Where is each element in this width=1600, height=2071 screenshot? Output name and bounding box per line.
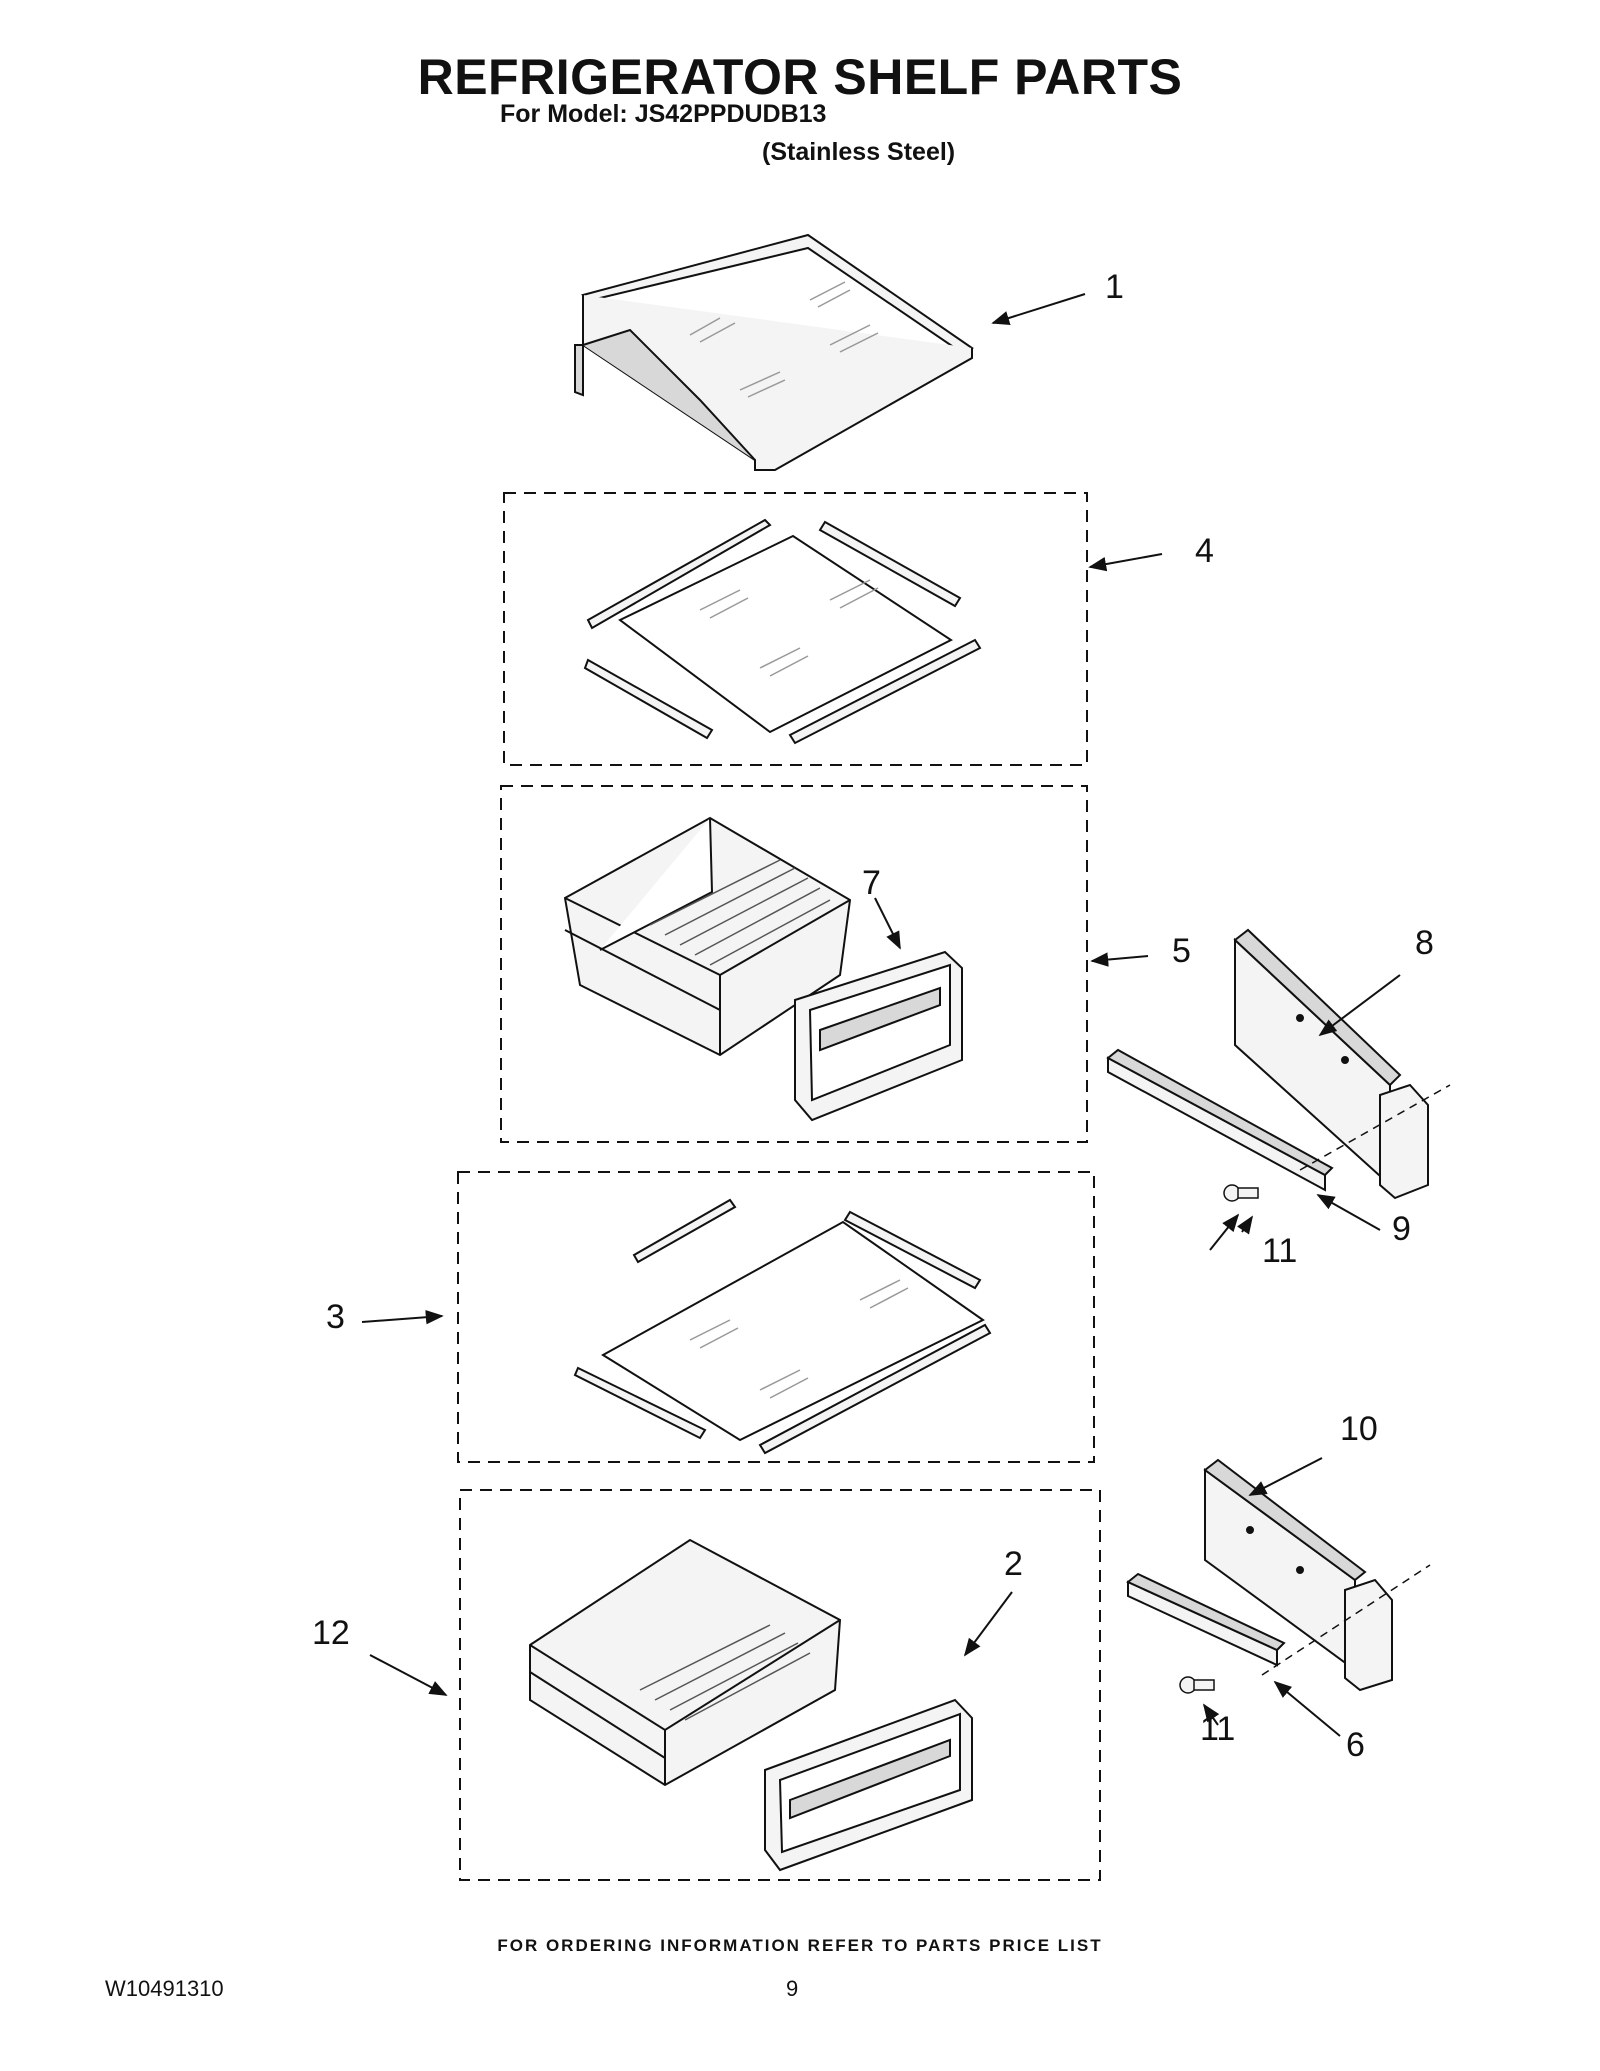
model-number: For Model: JS42PPDUDB13 [500,100,827,128]
part-11-screw-upper [1223,1184,1259,1202]
group-box-5 [500,785,1088,1143]
page-title: REFRIGERATOR SHELF PARTS [417,49,1183,105]
part-1-shelf-assembly [574,233,974,471]
part-11-screw-lower [1179,1676,1215,1694]
callout-8: 8 [1415,924,1434,962]
callout-5: 5 [1172,932,1191,970]
group-box-4 [503,492,1088,766]
part-12-deli-drawer [529,1538,842,1787]
callout-3: 3 [326,1298,345,1336]
part-3-glass-shelf [573,1198,992,1455]
part-5-crisper-drawer [563,816,852,1057]
part-2-deli-front [764,1698,973,1872]
ordering-note: FOR ORDERING INFORMATION REFER TO PARTS … [497,1936,1103,1955]
callout-1: 1 [1105,268,1124,306]
group-box-3 [457,1171,1095,1463]
callout-10: 10 [1340,1410,1378,1448]
part-4-glass-shelf [583,518,982,745]
callout-7: 7 [862,864,881,902]
callout-11-lower: 11 [1200,1710,1236,1748]
callout-12: 12 [312,1614,350,1652]
callout-4: 4 [1195,532,1214,570]
callout-leaders [361,293,1401,1737]
group-box-12 [459,1489,1101,1881]
finish-label: (Stainless Steel) [762,138,956,166]
part-10-drawer-bracket [1203,1458,1393,1692]
part-9-drawer-slide [1106,1048,1334,1192]
part-7-crisper-front [794,950,963,1122]
callout-6: 6 [1346,1726,1365,1764]
callout-9: 9 [1392,1210,1411,1248]
document-number: W10491310 [105,1976,224,2001]
page-number: 9 [786,1976,799,2001]
callout-2: 2 [1004,1545,1023,1583]
assembly-guide-lines [1261,1084,1451,1676]
part-8-drawer-bracket [1233,928,1429,1200]
callout-11-upper: 11 [1262,1232,1298,1270]
